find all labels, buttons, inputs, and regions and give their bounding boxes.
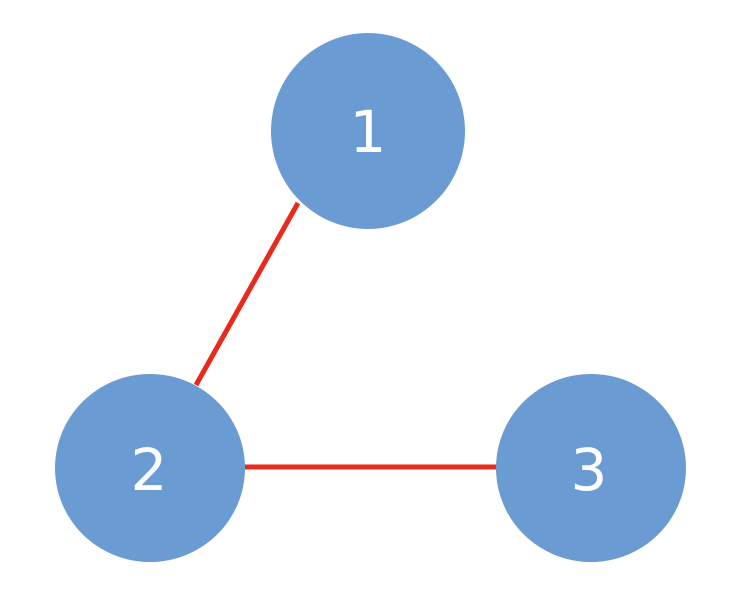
node-2-circle[interactable] <box>55 374 245 562</box>
node-3-label: 3 <box>571 436 608 504</box>
edge-node1-node2[interactable] <box>193 201 301 387</box>
node-1-label: 1 <box>350 98 387 166</box>
node-layer: 1 2 3 <box>55 33 686 562</box>
node-3-circle[interactable] <box>496 374 686 562</box>
node-1[interactable]: 1 <box>271 33 465 229</box>
node-1-circle[interactable] <box>271 33 465 229</box>
node-3[interactable]: 3 <box>496 374 686 562</box>
node-2[interactable]: 2 <box>55 374 245 562</box>
edge-layer <box>193 201 497 470</box>
node-2-label: 2 <box>131 436 168 504</box>
